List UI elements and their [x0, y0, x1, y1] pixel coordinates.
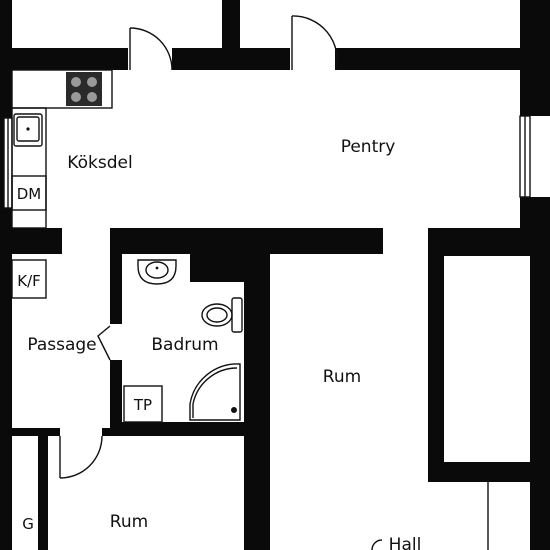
door-lower-arc [59, 435, 103, 479]
toilet-icon [201, 297, 243, 333]
wall-right-block-bottom [428, 462, 550, 482]
wall-left-outer-mid [0, 208, 12, 550]
wall-center-vertical [244, 250, 270, 550]
wall-right-block-top [428, 228, 550, 256]
wall-top-stub-mid [222, 0, 240, 48]
fridge-freezer-label: K/F [17, 272, 41, 290]
stove-icon [66, 72, 102, 106]
door-bottom-arc [371, 539, 383, 550]
door-bath-leaf [97, 325, 111, 361]
wall-right-outer-top [520, 48, 550, 116]
wall-kitchen-divider [0, 228, 62, 254]
wall-bath-left-top [110, 228, 122, 324]
towel-cabinet-label: TP [133, 396, 152, 414]
wall-left-outer-window [0, 118, 4, 208]
room-label-hall: Hall [389, 535, 422, 550]
wall-lower-left-jamb [38, 428, 48, 550]
wall-right-block-right [530, 228, 550, 478]
door-icon [59, 15, 489, 550]
dishwasher-label: DM [17, 185, 42, 203]
room-label-badrum: Badrum [151, 335, 218, 355]
room-label-koksdel: Köksdel [67, 153, 132, 173]
room-label-passage: Passage [27, 335, 96, 355]
counter-side [11, 107, 47, 229]
towel-cabinet-box [123, 385, 163, 423]
dishwasher-box [11, 175, 47, 211]
shower-icon [189, 363, 241, 421]
room-label-rum-bottom: Rum [110, 512, 148, 532]
wall-bath-top [118, 228, 383, 254]
wall-right-block-left [428, 228, 444, 478]
wall-upper-right [335, 48, 550, 70]
window-icon [3, 115, 531, 209]
wall-lower-left-top-right [102, 428, 248, 436]
wall-right-lower [530, 478, 550, 550]
counter-top [11, 69, 113, 109]
wall-right-outer-bottom [520, 197, 550, 230]
room-label-rum-center: Rum [323, 367, 361, 387]
kitchen-counter [11, 69, 113, 229]
room-label-pentry: Pentry [341, 137, 396, 157]
door-top-right-arc [291, 15, 338, 71]
wall-bath-left-bottom [110, 360, 122, 432]
fridge-box [11, 259, 47, 299]
washbasin-icon [137, 259, 177, 285]
wardrobe-label: G [22, 515, 34, 533]
wall-top-stub-right [520, 0, 550, 48]
wall-lower-left-top [0, 428, 60, 436]
door-top-left-arc [129, 27, 173, 71]
wall-left-outer-top [0, 48, 12, 118]
kitchen-sink-icon [13, 113, 43, 147]
wall-upper-left [0, 48, 128, 70]
wall-upper-mid [172, 48, 290, 70]
